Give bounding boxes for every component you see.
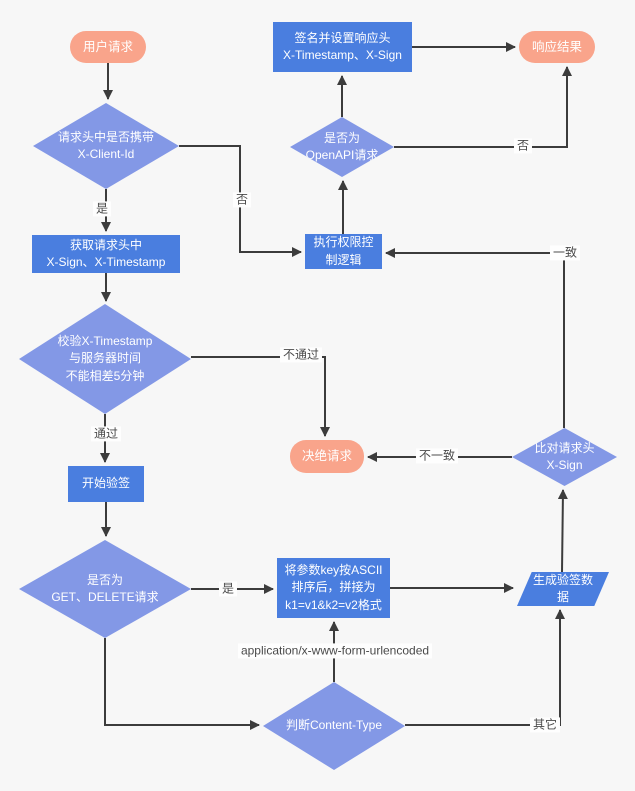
- node-sign-response-headers: 签名并设置响应头 X-Timestamp、X-Sign: [273, 22, 412, 72]
- node-gen-sign-data: 生成验签数 据: [517, 572, 609, 606]
- edge-label-no-client-id: 否: [232, 192, 252, 208]
- edge-label-no-openapi: 否: [513, 138, 533, 154]
- node-sort-params: 将参数key按ASCII 排序后，拼接为 k1=v1&k2=v2格式: [277, 558, 390, 618]
- edge-label-fail: 不通过: [279, 347, 323, 363]
- node-start-verify: 开始验签: [68, 466, 144, 502]
- edge-label-match: 一致: [549, 245, 581, 261]
- edge-label-yes-get-delete: 是: [218, 581, 238, 597]
- edge-comparesign-match-execauth: [385, 248, 565, 428]
- edge-gendata-to-comparesign: [557, 489, 568, 573]
- edge-checkts-fail-reject: [191, 356, 330, 437]
- edge-getdelete-to-contenttype: [104, 638, 260, 730]
- node-reject-request: 决绝请求: [290, 440, 364, 473]
- edge-label-yes-client-id: 是: [92, 201, 112, 217]
- node-user-request: 用户请求: [70, 31, 146, 63]
- edge-contenttype-other-gendata: [405, 609, 565, 726]
- edge-label-other: 其它: [529, 717, 561, 733]
- node-get-headers: 获取请求头中 X-Sign、X-Timestamp: [32, 235, 180, 273]
- edge-openapi-no-response: [394, 66, 572, 148]
- edge-label-form-urlencoded: application/x-www-form-urlencoded: [237, 643, 433, 659]
- edge-label-mismatch: 不一致: [415, 448, 459, 464]
- edge-label-pass: 通过: [90, 426, 122, 442]
- node-response-result: 响应结果: [519, 31, 595, 63]
- node-exec-auth-logic: 执行权限控 制逻辑: [305, 234, 382, 269]
